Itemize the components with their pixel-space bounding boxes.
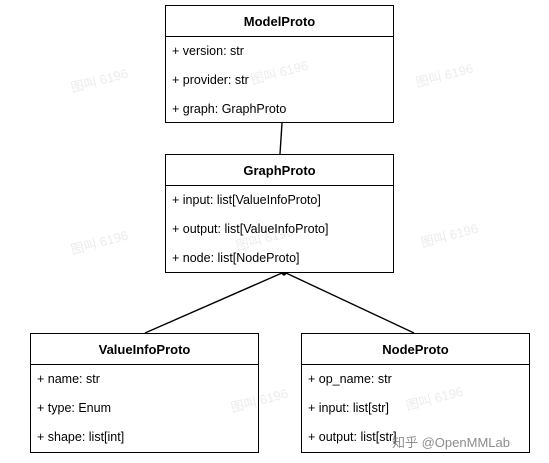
class-graphproto[interactable]: GraphProto + input: list[ValueInfoProto]… [165, 154, 394, 273]
attribute: + type: Enum [37, 401, 111, 415]
class-name: ModelProto [166, 6, 393, 37]
attribute-list: + input: list[ValueInfoProto] + output: … [166, 186, 393, 273]
attribute-list: + version: str + provider: str + graph: … [166, 37, 393, 124]
class-name: NodeProto [302, 334, 529, 365]
attribute: + node: list[NodeProto] [172, 251, 300, 265]
class-name: ValueInfoProto [31, 334, 258, 365]
attribute: + name: str [37, 372, 100, 386]
attribute: + input: list[ValueInfoProto] [172, 193, 321, 207]
attribute: + provider: str [172, 73, 249, 87]
attribute: + output: list[ValueInfoProto] [172, 222, 329, 236]
edge-graph-node [285, 272, 415, 334]
class-valueinfoproto[interactable]: ValueInfoProto + name: str + type: Enum … [30, 333, 259, 453]
attribute: + graph: GraphProto [172, 102, 287, 116]
attribute-list: + name: str + type: Enum + shape: list[i… [31, 365, 258, 452]
attribute: + shape: list[int] [37, 430, 125, 444]
source-credit: 知乎 @OpenMMLab [392, 435, 510, 450]
edge-graph-valueinfo [144, 272, 283, 334]
class-name: GraphProto [166, 155, 393, 186]
attribute-list: + op_name: str + input: list[str] + outp… [302, 365, 529, 452]
attribute: + op_name: str [308, 372, 392, 386]
edge-model-graph [279, 122, 283, 155]
class-nodeproto[interactable]: NodeProto + op_name: str + input: list[s… [301, 333, 530, 453]
attribute: + version: str [172, 44, 244, 58]
attribute: + input: list[str] [308, 401, 389, 415]
class-modelproto[interactable]: ModelProto + version: str + provider: st… [165, 5, 394, 123]
attribute: + output: list[str] [308, 430, 397, 444]
